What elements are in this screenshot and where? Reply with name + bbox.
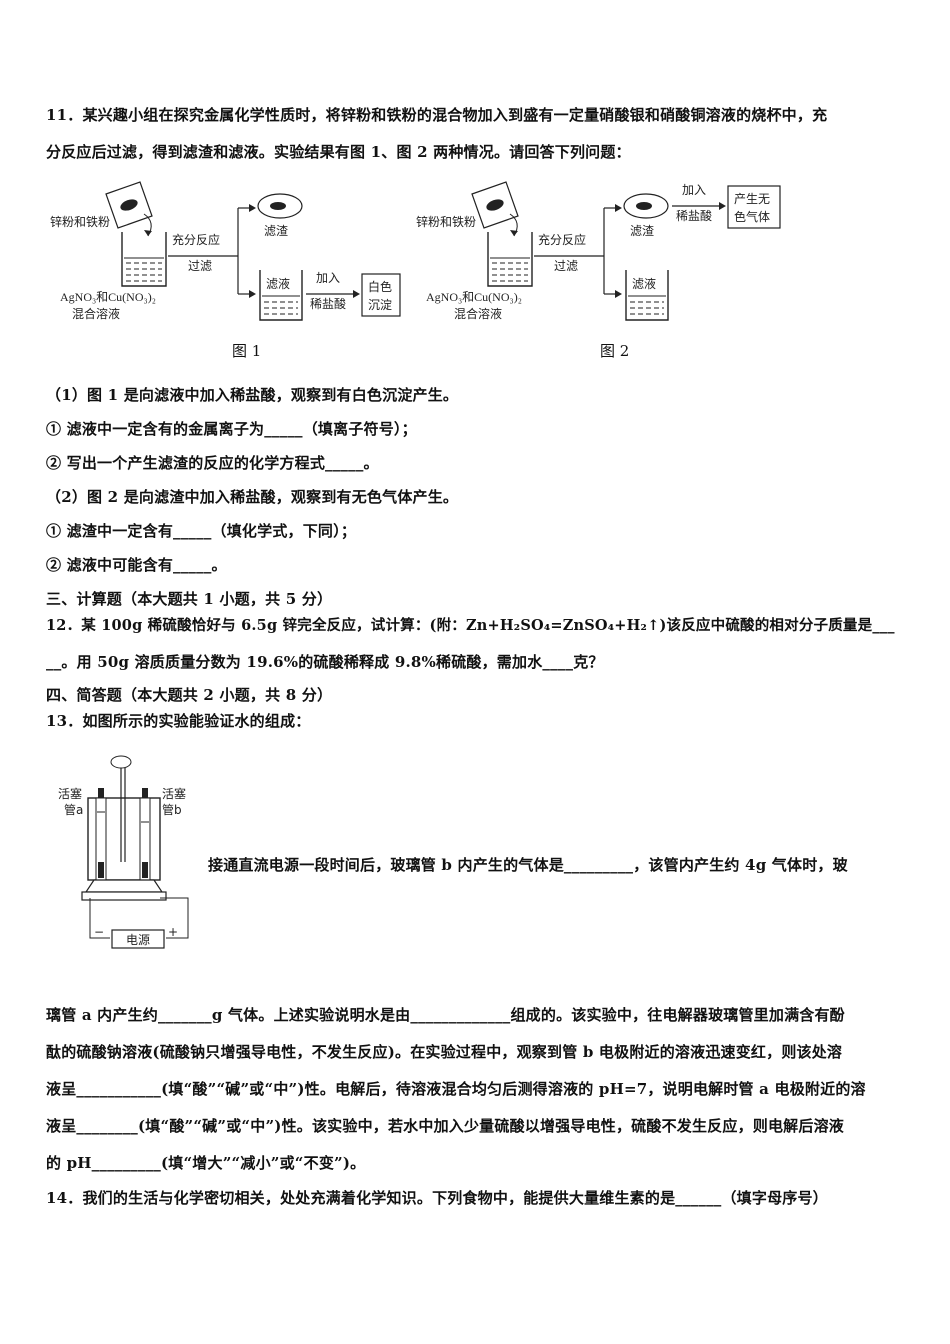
fig1-residue-dish (257, 193, 303, 219)
figure-1: 锌粉和铁粉 AgNO₃和Cu(NO₃)₂ 混合溶液 充分反应 过滤 滤渣 滤液 … (50, 181, 401, 321)
fig1-process-label-1: 充分反应 (172, 232, 220, 247)
fig2-filtrate-beaker (625, 270, 669, 321)
fig1-filtrate-beaker (259, 270, 303, 321)
fig1-add-label-1: 加入 (316, 271, 340, 285)
fig1-result-label-2: 沉淀 (368, 298, 392, 312)
plus-terminal: + (168, 925, 178, 939)
stopcock-a-icon (98, 788, 104, 798)
electrolysis-apparatus: 活塞 管a 活塞 管b − + 电源 (58, 755, 189, 949)
figure-2: 锌粉和铁粉 AgNO₃和Cu(NO₃)₂ 混合溶液 充分反应 过滤 滤渣 加入 … (416, 181, 781, 321)
power-label: 电源 (126, 933, 150, 947)
fig2-result-box (727, 185, 781, 229)
fig2-result-label-1: 产生无 (734, 192, 770, 206)
label-tube-a: 管a (64, 802, 83, 817)
section-3-heading: 三、计算题（本大题共 1 小题，共 5 分） (46, 590, 333, 608)
fig1-powder-label: 锌粉和铁粉 (50, 215, 110, 229)
q11-part1-b: ② 写出一个产生滤渣的反应的化学方程式_____。 (46, 454, 379, 472)
powder-paper-icon (105, 181, 153, 237)
q11-part2: （2）图 2 是向滤渣中加入稀盐酸，观察到有无色气体产生。 (46, 488, 459, 506)
fig1-residue-label: 滤渣 (264, 224, 288, 238)
fig1-solution-label-2: 混合溶液 (72, 306, 120, 321)
section-4-heading: 四、简答题（本大题共 2 小题，共 8 分） (46, 686, 333, 704)
label-tube-b: 管b (162, 802, 182, 817)
q13-line-2: 璃管 a 内产生约_______g 气体。上述实验说明水是由__________… (46, 1006, 845, 1024)
q13-line-6: 的 pH_________(填“增大”“减小”或“不变”)。 (46, 1154, 366, 1172)
stopcock-b-icon (142, 788, 148, 798)
q13-line-4: 液呈___________(填“酸”“碱”或“中”)性。电解后，待溶液混合均匀后… (46, 1080, 866, 1098)
q13-side-text: 接通直流电源一段时间后，玻璃管 b 内产生的气体是_________，该管内产生… (208, 856, 848, 874)
q12-line-2: __。用 50g 溶质质量分数为 19.6%的硫酸稀释成 9.8%稀硫酸，需加水… (46, 653, 604, 671)
fig1-result-label-1: 白色 (368, 279, 392, 294)
fig2-add-label-1: 加入 (682, 183, 706, 197)
fig1-result-box (361, 273, 401, 317)
q13-line-1: 13．如图所示的实验能验证水的组成： (46, 712, 311, 730)
q11-part2-b: ② 滤液中可能含有_____。 (46, 556, 227, 574)
label-right-stopcock: 活塞 (162, 786, 186, 801)
q13-line-5: 液呈________(填“酸”“碱”或“中”)性。该实验中，若水中加入少量硫酸以… (46, 1117, 844, 1135)
q11-line-1: 11．某兴趣小组在探究金属化学性质时，将锌粉和铁粉的混合物加入到盛有一定量硝酸银… (46, 106, 828, 124)
power-supply (111, 929, 165, 949)
minus-terminal: − (94, 925, 104, 939)
fig2-process-label-1: 充分反应 (538, 232, 586, 247)
fig2-process-label-2: 过滤 (554, 259, 578, 273)
q12-line-1: 12．某 100g 稀硫酸恰好与 6.5g 锌完全反应，试计算：(附：Zn+H₂… (46, 617, 895, 634)
q11-part1: （1）图 1 是向滤液中加入稀盐酸，观察到有白色沉淀产生。 (46, 386, 459, 404)
fig1-filtrate-label: 滤液 (266, 276, 290, 291)
label-left-stopcock: 活塞 (58, 786, 82, 801)
fig1-add-label-2: 稀盐酸 (310, 296, 346, 311)
q11-part2-a: ① 滤渣中一定含有_____（填化学式，下同）； (46, 522, 357, 540)
fig2-caption: 图 2 (600, 342, 630, 360)
fig1-process-label-2: 过滤 (188, 259, 212, 273)
fig2-powder-label: 锌粉和铁粉 (416, 215, 476, 229)
fig2-residue-label: 滤渣 (630, 224, 654, 238)
fig2-filtrate-label: 滤液 (632, 276, 656, 291)
fig2-solution-label-1: AgNO₃和Cu(NO₃)₂ (426, 290, 522, 304)
fig2-solution-label-2: 混合溶液 (454, 306, 502, 321)
fig1-solution-label-1: AgNO₃和Cu(NO₃)₂ (60, 290, 156, 304)
reaction-beaker (487, 232, 533, 287)
q11-line-2: 分反应后过滤，得到滤渣和滤液。实验结果有图 1、图 2 两种情况。请回答下列问题… (46, 143, 631, 161)
reaction-beaker (121, 232, 167, 287)
q11-part1-a: ① 滤液中一定含有的金属离子为_____（填离子符号）； (46, 420, 417, 438)
powder-paper-icon (471, 181, 519, 237)
fig1-caption: 图 1 (232, 342, 262, 360)
q14-line-1: 14．我们的生活与化学密切相关，处处充满着化学知识。下列食物中，能提供大量维生素… (46, 1189, 828, 1207)
q13-line-3: 酞的硫酸钠溶液(硫酸钠只增强导电性，不发生反应)。在实验过程中，观察到管 b 电… (46, 1043, 843, 1061)
fig2-add-label-2: 稀盐酸 (676, 208, 712, 223)
fig2-residue-dish (623, 193, 669, 219)
fig2-result-label-2: 色气体 (734, 209, 770, 224)
